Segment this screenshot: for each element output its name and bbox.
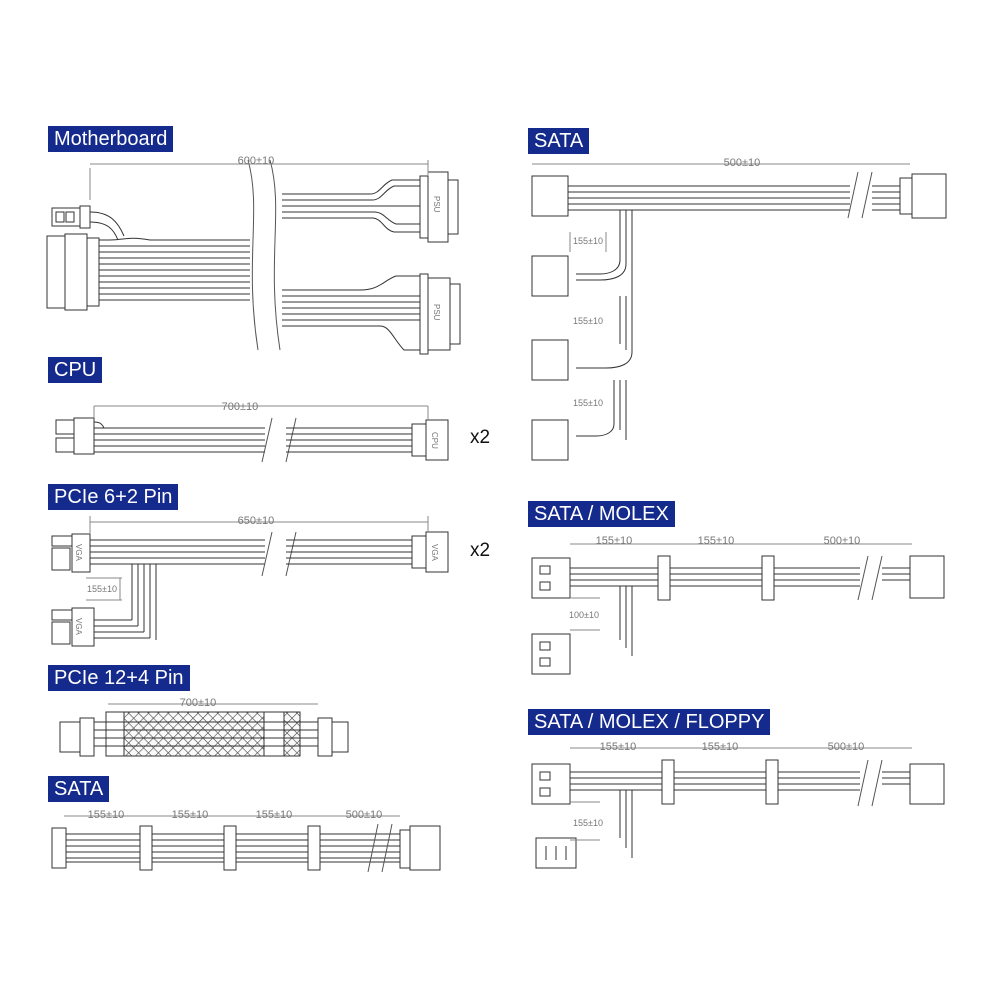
- dim-label: 500±10: [724, 157, 761, 169]
- dim-label: 155±10: [600, 741, 637, 753]
- header-sata-molex-floppy: SATA / MOLEX / FLOPPY: [528, 709, 771, 735]
- sata-right-cable: [531, 163, 947, 461]
- header-cpu: CPU: [48, 357, 103, 383]
- header-sata-molex: SATA / MOLEX: [528, 501, 675, 527]
- dim-label: 500±10: [828, 741, 865, 753]
- pcie-12-4-cable: [59, 703, 349, 757]
- dim-label: 155±10: [87, 584, 117, 594]
- sata-molex-floppy-cable: [531, 747, 945, 869]
- header-pcie-6-2: PCIe 6+2 Pin: [48, 484, 179, 510]
- cpu-cable: [55, 405, 449, 463]
- dim-label: 155±10: [596, 535, 633, 547]
- dim-label: 155±10: [573, 818, 603, 828]
- header-sata-left: SATA: [48, 776, 110, 802]
- dim-label: 700±10: [180, 697, 217, 709]
- connector-label-vga: VGA: [430, 544, 439, 562]
- dim-label: 100±10: [569, 610, 599, 620]
- connector-label-psu: PSU: [432, 196, 441, 213]
- dim-label: 155±10: [702, 741, 739, 753]
- dim-label: 600±10: [238, 155, 275, 167]
- connector-label-cpu: CPU: [430, 432, 439, 449]
- sata-molex-cable: [531, 543, 945, 675]
- dim-label: 155±10: [573, 398, 603, 408]
- header-sata-right: SATA: [528, 128, 590, 154]
- dim-label: 155±10: [698, 535, 735, 547]
- pcie-6-2-cable: [51, 516, 449, 647]
- connector-label-vga: VGA: [74, 618, 83, 636]
- connector-label-psu: PSU: [432, 304, 441, 321]
- dim-label: 700±10: [222, 401, 259, 413]
- motherboard-cable: [46, 159, 461, 355]
- connector-label-vga: VGA: [74, 544, 83, 562]
- dim-label: 500±10: [824, 535, 861, 547]
- pcie-multiplier: x2: [470, 540, 491, 561]
- dim-label: 155±10: [172, 809, 209, 821]
- sata-left-cable: [51, 815, 441, 873]
- dim-label: 155±10: [573, 316, 603, 326]
- header-pcie-12-4: PCIe 12+4 Pin: [48, 665, 190, 691]
- header-motherboard: Motherboard: [48, 126, 174, 152]
- dim-label: 155±10: [88, 809, 125, 821]
- dim-label: 500±10: [346, 809, 383, 821]
- dim-label: 155±10: [573, 236, 603, 246]
- cpu-multiplier: x2: [470, 427, 491, 448]
- dim-label: 650±10: [238, 515, 275, 527]
- dim-label: 155±10: [256, 809, 293, 821]
